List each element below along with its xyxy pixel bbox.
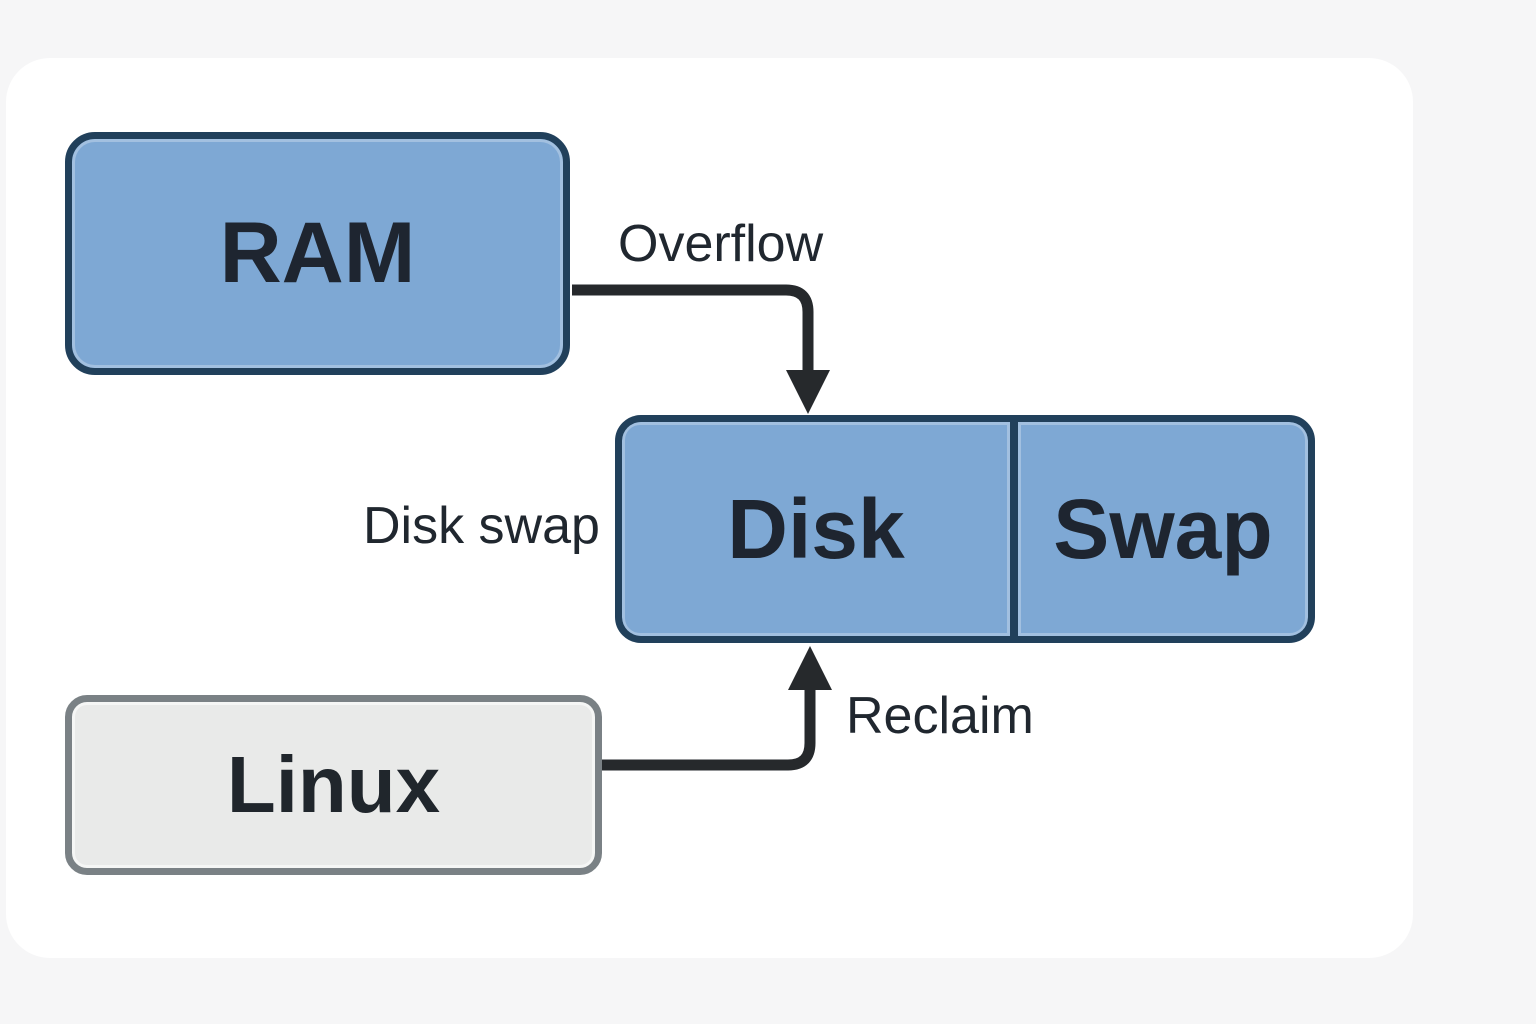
- node-ram-label: RAM: [219, 205, 416, 301]
- node-linux: Linux: [65, 695, 602, 875]
- node-swap: Swap: [1018, 422, 1308, 636]
- node-swap-label: Swap: [1053, 481, 1273, 576]
- node-ram: RAM: [65, 132, 570, 375]
- node-disk: Disk: [622, 422, 1010, 636]
- disk-swap-annotation-label: Disk swap: [363, 497, 600, 555]
- disk-swap-divider: [1010, 422, 1018, 636]
- overflow-edge-label: Overflow: [618, 215, 824, 273]
- node-disk-swap-group: Disk Swap: [615, 415, 1315, 643]
- node-disk-label: Disk: [727, 481, 905, 576]
- reclaim-edge-label: Reclaim: [846, 687, 1034, 745]
- node-linux-label: Linux: [226, 740, 441, 829]
